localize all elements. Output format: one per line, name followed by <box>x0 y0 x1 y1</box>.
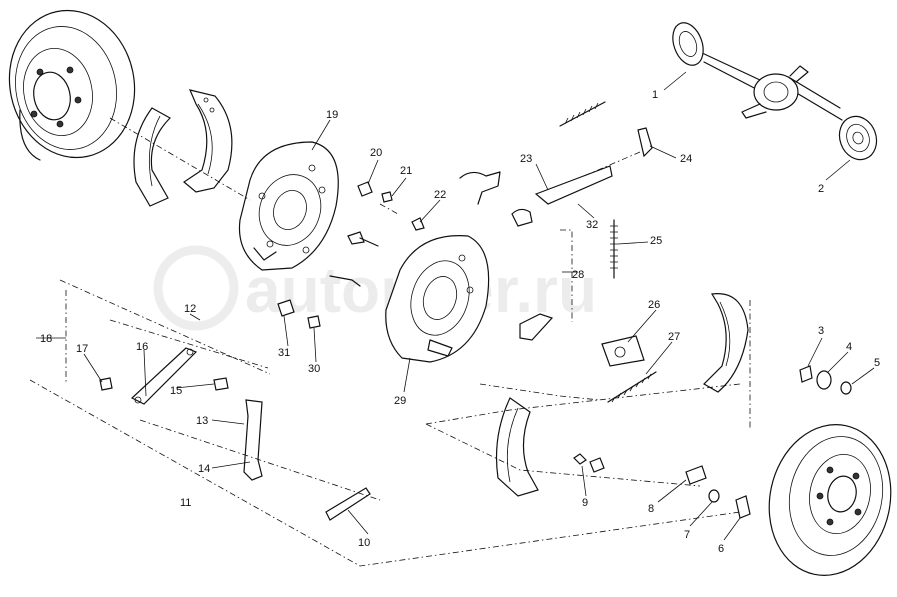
callout-4: 4 <box>846 341 852 353</box>
callout-22: 22 <box>434 189 446 201</box>
callout-11: 11 <box>180 497 191 509</box>
callout-3: 3 <box>818 325 824 337</box>
backing-plate-19 <box>238 141 339 271</box>
callout-21: 21 <box>400 165 412 177</box>
callout-labels: 1 2 3 4 5 6 7 8 9 10 11 12 13 14 15 16 1… <box>40 89 880 555</box>
callout-14: 14 <box>198 463 210 475</box>
callout-17: 17 <box>76 343 88 355</box>
callout-25: 25 <box>650 235 662 247</box>
callout-31: 31 <box>278 347 290 359</box>
callout-24: 24 <box>680 153 692 165</box>
brake-shoe-lower-right <box>495 293 749 497</box>
springs <box>534 101 657 403</box>
backing-plate-29 <box>385 235 490 363</box>
callout-2: 2 <box>818 183 824 195</box>
callout-5: 5 <box>874 357 880 369</box>
callout-12: 12 <box>184 303 196 315</box>
callout-29: 29 <box>394 395 406 407</box>
callout-30: 30 <box>308 363 320 375</box>
callout-20: 20 <box>370 147 382 159</box>
callout-9: 9 <box>582 497 588 509</box>
callout-8: 8 <box>648 503 654 515</box>
callout-26: 26 <box>648 299 660 311</box>
callout-10: 10 <box>358 537 370 549</box>
callout-27: 27 <box>668 331 680 343</box>
callout-19: 19 <box>326 109 338 121</box>
callout-32: 32 <box>586 219 598 231</box>
rear-axle <box>672 22 878 161</box>
callout-15: 15 <box>170 385 182 397</box>
callout-1: 1 <box>652 89 658 101</box>
parking-lever-group <box>99 347 371 521</box>
leader-lines <box>36 71 875 541</box>
callout-28: 28 <box>572 269 584 281</box>
callout-16: 16 <box>136 341 148 353</box>
hardware-bolts <box>277 171 605 473</box>
assembly-lines <box>29 117 751 567</box>
brake-shoe-upper-left <box>133 89 233 207</box>
callout-13: 13 <box>196 415 208 427</box>
callout-7: 7 <box>684 529 690 541</box>
brake-drum-right <box>768 424 892 576</box>
brake-drum-left <box>8 9 136 161</box>
callout-23: 23 <box>520 153 532 165</box>
callout-18: 18 <box>40 333 52 345</box>
watermark: autopiter.ru <box>153 245 597 331</box>
callout-6: 6 <box>718 543 724 555</box>
